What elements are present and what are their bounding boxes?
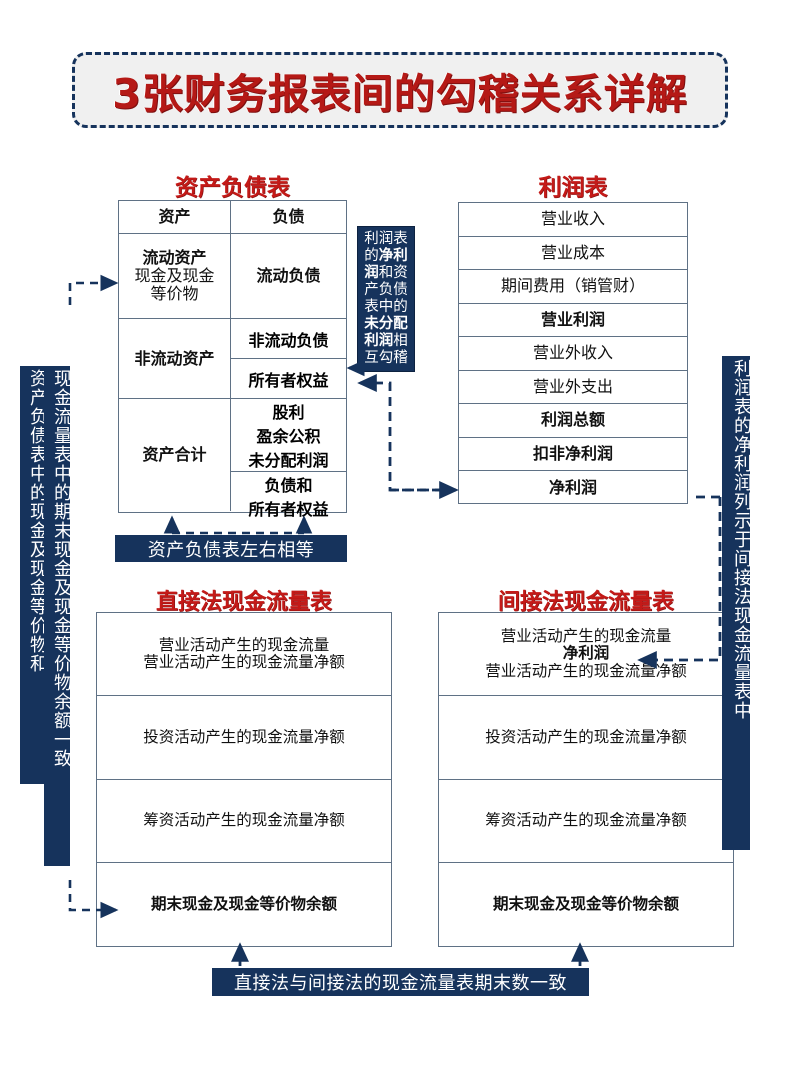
bs-noncurrent-liabilities: 非流动负债 — [248, 330, 329, 350]
table-row: 资产 负债 — [119, 201, 346, 234]
income-statement-table: 营业收入 营业成本 期间费用（销管财） 营业利润 营业外收入 营业外支出 利润总… — [458, 202, 688, 504]
is-row-3: 营业利润 — [540, 309, 605, 329]
balance-sheet-title: 资产负债表 — [175, 175, 290, 201]
mid-seg-3: 资产负债 — [364, 264, 408, 298]
left-outer-vertical-note: 资产负债表中的现金及现金等价物和 — [20, 366, 48, 784]
table-row: 投资活动产生的现金流量净额 — [439, 696, 733, 780]
bs-total-line-2: 所有者权益 — [248, 500, 329, 519]
bs-total-assets: 资产合计 — [119, 399, 231, 511]
is-row-4: 营业外收入 — [532, 343, 613, 363]
mid-seg-4: 表中的 — [364, 299, 408, 315]
bs-current-assets-cell: 流动资产 现金及现金 等价物 — [119, 234, 231, 318]
balance-sheet-table: 资产 负债 流动资产 现金及现金 等价物 流动负债 非流动资产 非流动负债 所有… — [118, 200, 347, 519]
bs-current-liabilities: 流动负债 — [256, 266, 321, 286]
is-row-7: 扣非净利润 — [532, 443, 613, 463]
table-row: 营业活动产生的现金流量 营业活动产生的现金流量净额 — [97, 613, 391, 697]
direct-cashflow-table: 营业活动产生的现金流量 营业活动产生的现金流量净额 投资活动产生的现金流量净额 … — [96, 612, 392, 947]
direct-cashflow-title: 直接法现金流量表 — [155, 590, 332, 615]
bs-cash-line-1: 现金及现金 — [134, 266, 215, 286]
bs-total-line-1: 负债和 — [264, 476, 313, 495]
mid-seg-5: 未 — [364, 316, 379, 333]
is-row-2: 期间费用（销管财） — [500, 276, 645, 296]
table-row: 期末现金及现金等价物余额 — [97, 863, 391, 946]
icf-row-0-line-2: 营业活动产生的现金流量净额 — [485, 661, 687, 680]
icf-row-0-line-0: 营业活动产生的现金流量 — [500, 627, 672, 646]
dcf-row-0-line-0: 营业活动产生的现金流量 — [158, 635, 330, 654]
is-row-5: 营业外支出 — [532, 376, 613, 396]
dcf-row-1: 投资活动产生的现金流量净额 — [143, 727, 345, 746]
bs-cash-line-2: 等价物 — [150, 283, 199, 303]
table-row: 期间费用（销管财） — [459, 270, 687, 304]
bs-equity-detail: 股利 盈余公积 未分配利润 — [231, 399, 346, 471]
table-row: 扣非净利润 — [459, 438, 687, 471]
right-vertical-note: 利润表的净利润列示于间接法现金流量表中 — [722, 356, 752, 850]
bs-surplus-reserve: 盈余公积 — [256, 427, 321, 446]
bs-dividend: 股利 — [272, 403, 305, 422]
table-row: 流动资产 现金及现金 等价物 流动负债 — [119, 234, 346, 319]
table-row: 期末现金及现金等价物余额 — [439, 863, 733, 946]
table-row: 筹资活动产生的现金流量净额 — [439, 780, 733, 863]
icf-row-0-net-profit: 净利润 — [562, 644, 610, 663]
mid-seg-6: 分配利润 — [364, 316, 408, 350]
indirect-cashflow-table: 营业活动产生的现金流量 净利润 营业活动产生的现金流量净额 投资活动产生的现金流… — [438, 612, 734, 947]
bs-retained-earnings: 未分配利润 — [248, 451, 329, 470]
table-row: 资产合计 股利 盈余公积 未分配利润 负债和 所有者权益 — [119, 399, 346, 519]
is-row-1: 营业成本 — [540, 242, 605, 262]
income-statement-title: 利润表 — [538, 175, 608, 201]
dcf-row-0-line-1: 营业活动产生的现金流量净额 — [143, 653, 345, 672]
mid-seg-1: 净利润 — [364, 247, 408, 281]
icf-row-2: 筹资活动产生的现金流量净额 — [485, 810, 687, 829]
dcf-row-0: 营业活动产生的现金流量 营业活动产生的现金流量净额 — [97, 613, 391, 695]
table-row: 营业外支出 — [459, 371, 687, 404]
icf-row-0: 营业活动产生的现金流量 净利润 营业活动产生的现金流量净额 — [439, 613, 733, 695]
icf-row-1: 投资活动产生的现金流量净额 — [485, 727, 687, 746]
bs-total-liab-equity: 负债和 所有者权益 — [231, 471, 346, 520]
arrow-netprofit-to-midnote — [357, 374, 456, 492]
bs-header-liabilities: 负债 — [272, 207, 305, 227]
page-title-box: 3张财务报表间的勾稽关系详解 — [72, 52, 728, 128]
page-title: 3张财务报表间的勾稽关系详解 — [112, 70, 688, 118]
table-row: 营业外收入 — [459, 337, 687, 371]
bs-current-assets-label: 流动资产 — [142, 248, 207, 268]
dcf-row-ending-cash: 期末现金及现金等价物余额 — [150, 894, 337, 913]
left-inner-vertical-note: 现金流量表中的期末现金及现金等价物余额一致 — [44, 366, 72, 866]
table-row: 营业活动产生的现金流量 净利润 营业活动产生的现金流量净额 — [439, 613, 733, 697]
mid-seg-7: 相互勾稽 — [364, 333, 408, 367]
is-row-6: 利润总额 — [540, 410, 605, 430]
table-row: 非流动资产 非流动负债 所有者权益 — [119, 319, 346, 399]
arrow-leftnote-to-bs-cash — [68, 274, 119, 305]
table-row: 筹资活动产生的现金流量净额 — [97, 780, 391, 863]
table-row: 投资活动产生的现金流量净额 — [97, 696, 391, 780]
middle-note-box: 利润表的净利润和资产负债表中的未分配利润相互勾稽 — [357, 226, 415, 372]
is-row-net-profit: 净利润 — [548, 477, 597, 497]
mid-seg-0: 利润表的 — [364, 230, 408, 264]
table-row: 营业收入 — [459, 203, 687, 237]
cashflow-equal-label: 直接法与间接法的现金流量表期末数一致 — [212, 968, 589, 996]
is-row-0: 营业收入 — [540, 209, 605, 229]
bs-header-assets: 资产 — [119, 201, 231, 233]
balance-equal-label: 资产负债表左右相等 — [115, 535, 347, 562]
mid-seg-2: 和 — [378, 264, 394, 281]
middle-note-text: 利润表的净利润和资产负债表中的未分配利润相互勾稽 — [360, 231, 412, 368]
table-row: 营业利润 — [459, 304, 687, 337]
table-row: 利润总额 — [459, 404, 687, 438]
bs-owners-equity: 所有者权益 — [231, 358, 346, 398]
dcf-row-2: 筹资活动产生的现金流量净额 — [143, 810, 345, 829]
bs-noncurrent-assets: 非流动资产 — [119, 319, 231, 398]
table-row: 净利润 — [459, 471, 687, 505]
table-row: 营业成本 — [459, 237, 687, 270]
icf-row-ending-cash: 期末现金及现金等价物余额 — [492, 894, 679, 913]
